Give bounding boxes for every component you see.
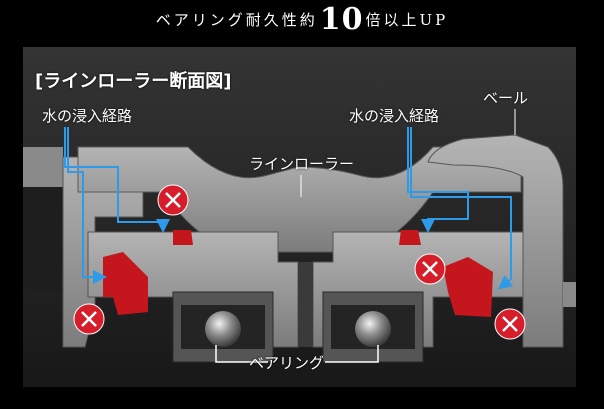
headline-prefix: ベアリング耐久性約 [155,10,318,29]
bail-edge [563,282,576,307]
shaft-left [23,179,75,292]
water-path-right [407,127,514,290]
cross-section-diagram: [ラインローラー断面図] 水の浸入経路 水の浸入経路 ベール ラインローラー ベ… [23,47,576,387]
water-path-left [64,127,170,284]
x-mark-icon [414,253,446,285]
label-water-path-right: 水の浸入経路 [349,107,440,125]
bail-arm [427,134,564,348]
seal-center-left [173,230,193,245]
x-mark-icon [494,308,526,340]
label-bail: ベール [483,89,529,107]
bearing-right [322,291,424,363]
x-mark-icon [157,184,189,216]
bearing-left [172,291,274,363]
seal-right [443,257,493,317]
label-line-roller: ラインローラー [249,155,355,173]
seal-left [103,252,148,315]
diagram-title: [ラインローラー断面図] [35,71,232,92]
rotor-arm-left [23,147,63,187]
seal-center-right [399,230,421,245]
center-gap [298,262,313,347]
label-water-path-left: 水の浸入経路 [42,107,133,125]
headline-suffix: 倍以上UP [365,10,449,29]
cross-section-drawing [23,47,576,387]
label-bearing: ベアリング [249,354,325,372]
bearing-bracket [215,345,379,363]
headline: ベアリング耐久性約 10 倍以上UP [0,1,604,37]
headline-number: 10 [319,1,364,37]
x-mark-icon [73,303,105,335]
